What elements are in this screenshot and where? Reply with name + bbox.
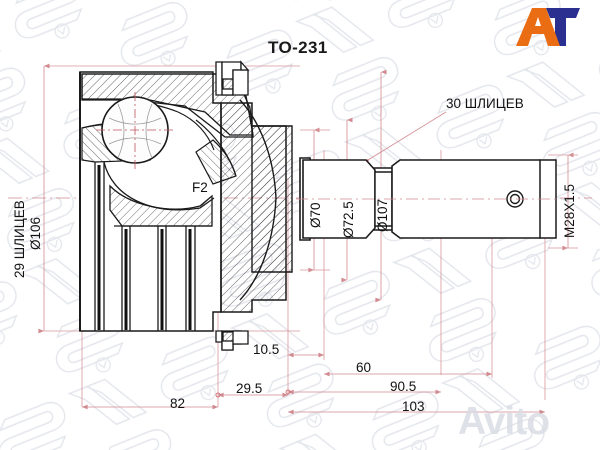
length-label-82: 82 (170, 396, 186, 411)
length-label-10-5: 10.5 (253, 342, 280, 357)
thread-label: M28X1.5 (562, 183, 577, 238)
logo-letter-a-shape (516, 8, 560, 46)
logo-letter-t-shape (546, 8, 580, 46)
length-label-29-5: 29.5 (236, 381, 263, 396)
part-number-title: TO-231 (268, 38, 328, 57)
avito-watermark: Avito (458, 400, 550, 443)
diameter-label-70: Ø70 (308, 202, 323, 228)
length-label-103: 103 (402, 399, 425, 414)
feature-label-f2: F2 (192, 180, 208, 195)
diameter-label-72-5: Ø72.5 (341, 201, 356, 238)
diameter-label-107: Ø107 (375, 198, 390, 232)
length-label-60: 60 (356, 360, 372, 375)
left-spline-label: 29 ШЛИЦЕВ (12, 200, 27, 278)
at-logo (516, 6, 582, 48)
right-spline-label: 30 ШЛИЦЕВ (446, 96, 524, 111)
left-diameter-label: Ø106 (28, 216, 43, 250)
length-label-90-5: 90.5 (390, 379, 417, 394)
